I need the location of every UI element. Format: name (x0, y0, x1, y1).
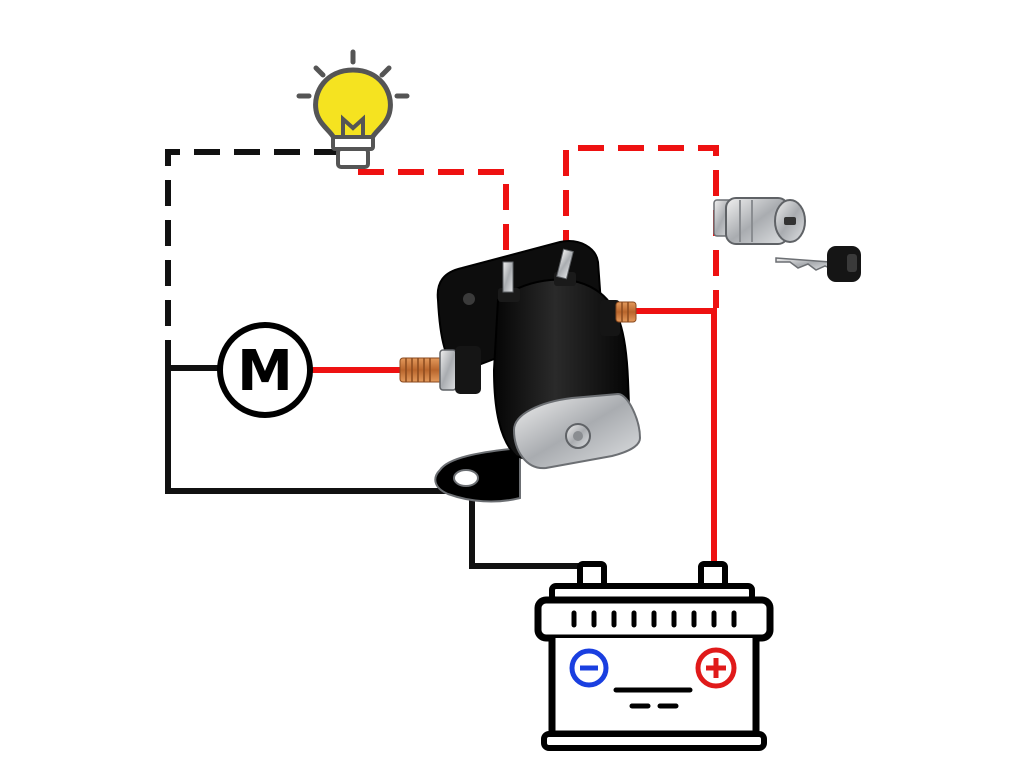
flange-screw (463, 293, 475, 305)
battery-lid-cells (571, 610, 737, 628)
battery-terminal-negative (577, 561, 607, 589)
power-wire-battery-positive (632, 308, 717, 566)
bulb-base (336, 147, 370, 169)
starter-solenoid-icon (399, 240, 642, 503)
battery-base (541, 731, 767, 751)
battery-icon (534, 561, 774, 751)
motor-circle (217, 322, 313, 418)
battery-terminal-positive (698, 561, 728, 589)
solenoid-left-terminal (399, 346, 481, 394)
motor-icon: M (217, 322, 313, 418)
motor-label: M (237, 339, 293, 404)
light-bulb-icon (296, 49, 410, 169)
ignition-key-switch-icon (713, 197, 861, 282)
signal-wire-dashed-bulb (358, 169, 509, 262)
bracket-hole (453, 469, 479, 487)
key-blade (775, 257, 836, 272)
solenoid-small-terminals (498, 248, 576, 302)
solenoid-right-terminal (600, 300, 637, 336)
bulb-filament (341, 114, 365, 137)
ground-wire-motor (165, 365, 470, 494)
ground-wire-dashed-bulb (165, 149, 340, 368)
key-slot (784, 217, 796, 225)
ground-wire-battery-negative (469, 491, 594, 569)
bulb-rays (296, 49, 410, 99)
